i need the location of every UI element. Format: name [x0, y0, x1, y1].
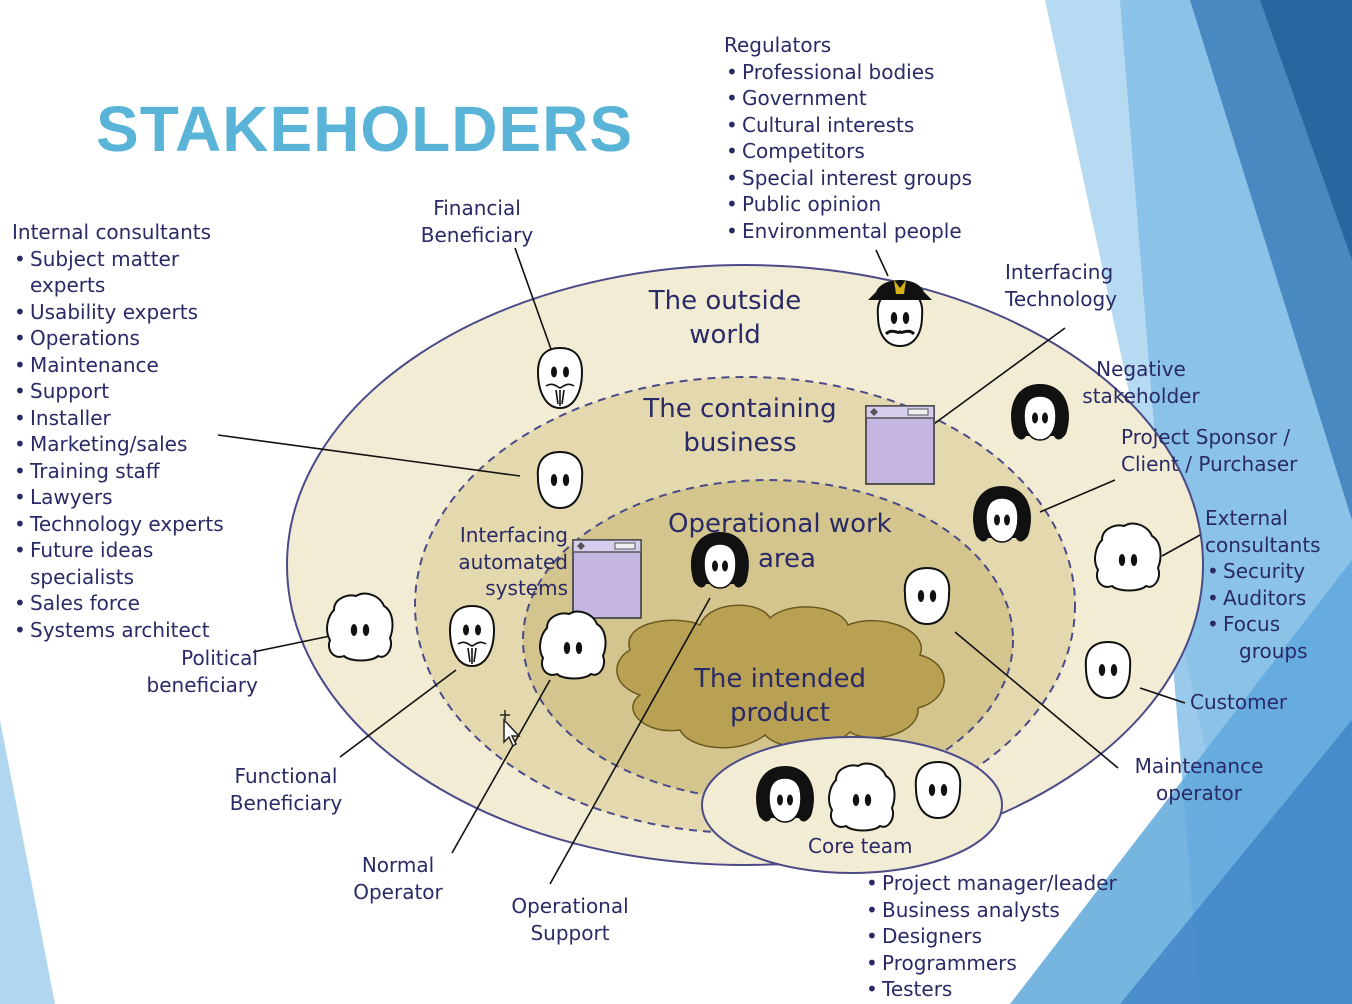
label-line: The containing: [643, 394, 837, 424]
label-line: The outside: [648, 286, 802, 316]
list-item: Maintenance: [12, 352, 224, 379]
core-team-label: Core team: [808, 834, 913, 858]
label-line: Operational: [511, 894, 629, 918]
list-item: Designers: [864, 923, 1117, 950]
list-item: Security: [1205, 558, 1321, 585]
label-line: product: [729, 698, 830, 728]
customer-label: Customer: [1190, 690, 1288, 714]
label-line: Maintenance: [1134, 754, 1264, 778]
financial-beneficiary-label: Financial Beneficiary: [405, 195, 549, 248]
core-team-members-list: Project manager/leader Business analysts…: [864, 870, 1117, 1003]
project-sponsor-label: Project Sponsor / Client / Purchaser: [1121, 424, 1297, 477]
list-item: Subject matter: [12, 246, 224, 273]
regulators-heading: Regulators: [724, 33, 832, 57]
continuation-text: experts: [30, 273, 106, 297]
continuation-text: groups: [1239, 638, 1308, 663]
list-item: Sales force: [12, 590, 224, 617]
list-item: Programmers: [864, 950, 1117, 977]
list-item: Support: [12, 378, 224, 405]
label-line: Client / Purchaser: [1121, 451, 1298, 476]
list-item: Future ideas: [12, 537, 224, 564]
list-item: Competitors: [724, 138, 972, 165]
internal-consultants-heading: Internal consultants: [12, 220, 212, 244]
intended-product-label: The intended product: [670, 662, 890, 730]
functional-beneficiary-label: Functional Beneficiary: [216, 763, 356, 816]
operational-support-label: Operational Support: [500, 893, 640, 946]
list-item: Operations: [12, 325, 224, 352]
list-item: Lawyers: [12, 484, 224, 511]
label-line: The intended: [694, 664, 866, 694]
label-line: Political: [181, 646, 258, 670]
label-line: Negative: [1096, 357, 1186, 381]
list-item-continuation: experts: [12, 272, 224, 299]
list-item: Focus: [1205, 611, 1321, 638]
label-line: operator: [1155, 780, 1242, 805]
label-line: Support: [530, 920, 610, 945]
label-line: world: [689, 320, 761, 350]
list-item: Testers: [864, 976, 1117, 1003]
list-item: Training staff: [12, 458, 224, 485]
label-line: External: [1205, 506, 1288, 530]
list-item: Marketing/sales: [12, 431, 224, 458]
list-item: Auditors: [1205, 585, 1321, 612]
list-item: Technology experts: [12, 511, 224, 538]
label-line: beneficiary: [146, 672, 258, 697]
label-line: Operator: [353, 879, 443, 904]
political-beneficiary-label: Political beneficiary: [128, 645, 258, 698]
page-title: STAKEHOLDERS: [96, 93, 634, 165]
list-item: Public opinion: [724, 191, 972, 218]
continuation-text: specialists: [30, 564, 135, 589]
label-line: Financial: [433, 196, 521, 220]
external-consultants-list: External consultants Security Auditors F…: [1205, 505, 1321, 664]
label-line: Interfacing: [1005, 260, 1114, 284]
label-line: Technology: [1005, 286, 1118, 311]
mouse-cursor-icon: [500, 710, 521, 748]
list-item: Professional bodies: [724, 59, 972, 86]
regulators-list: Regulators Professional bodies Governmen…: [724, 32, 972, 244]
operational-work-area-label-1: Operational work: [668, 509, 892, 539]
internal-consultants-list: Internal consultants Subject matter expe…: [12, 219, 224, 643]
interfacing-technology-label: Interfacing Technology: [1005, 259, 1117, 312]
outside-world-label: The outside world: [610, 284, 840, 352]
negative-stakeholder-label: Negative stakeholder: [1068, 356, 1214, 409]
label-line: Project Sponsor /: [1121, 425, 1291, 449]
label-line: Functional: [234, 764, 338, 788]
operational-work-area-label-2: area: [758, 544, 816, 574]
list-item: Special interest groups: [724, 165, 972, 192]
list-item: Project manager/leader: [864, 870, 1117, 897]
label-line: consultants: [1205, 532, 1321, 557]
list-item-continuation: specialists: [12, 564, 224, 591]
list-item: Systems architect: [12, 617, 224, 644]
label-line: systems: [485, 576, 568, 600]
connector-lines: [217, 247, 1201, 885]
list-item: Environmental people: [724, 218, 972, 245]
label-line: Normal: [361, 853, 435, 877]
list-item: Government: [724, 85, 972, 112]
list-item: Usability experts: [12, 299, 224, 326]
label-line: stakeholder: [1082, 383, 1200, 408]
label-line: business: [683, 428, 797, 458]
containing-business-label: The containing business: [620, 392, 860, 460]
label-line: Beneficiary: [229, 790, 343, 815]
interfacing-automated-systems-label: Interfacing automated systems: [436, 522, 568, 602]
list-item: Cultural interests: [724, 112, 972, 139]
list-item: Business analysts: [864, 897, 1117, 924]
list-item: Installer: [12, 405, 224, 432]
maintenance-operator-label: Maintenance operator: [1122, 753, 1276, 806]
label-line: Beneficiary: [420, 222, 534, 247]
normal-operator-label: Normal Operator: [340, 852, 456, 905]
label-line: Interfacing: [459, 523, 568, 547]
label-line: automated: [458, 549, 568, 574]
